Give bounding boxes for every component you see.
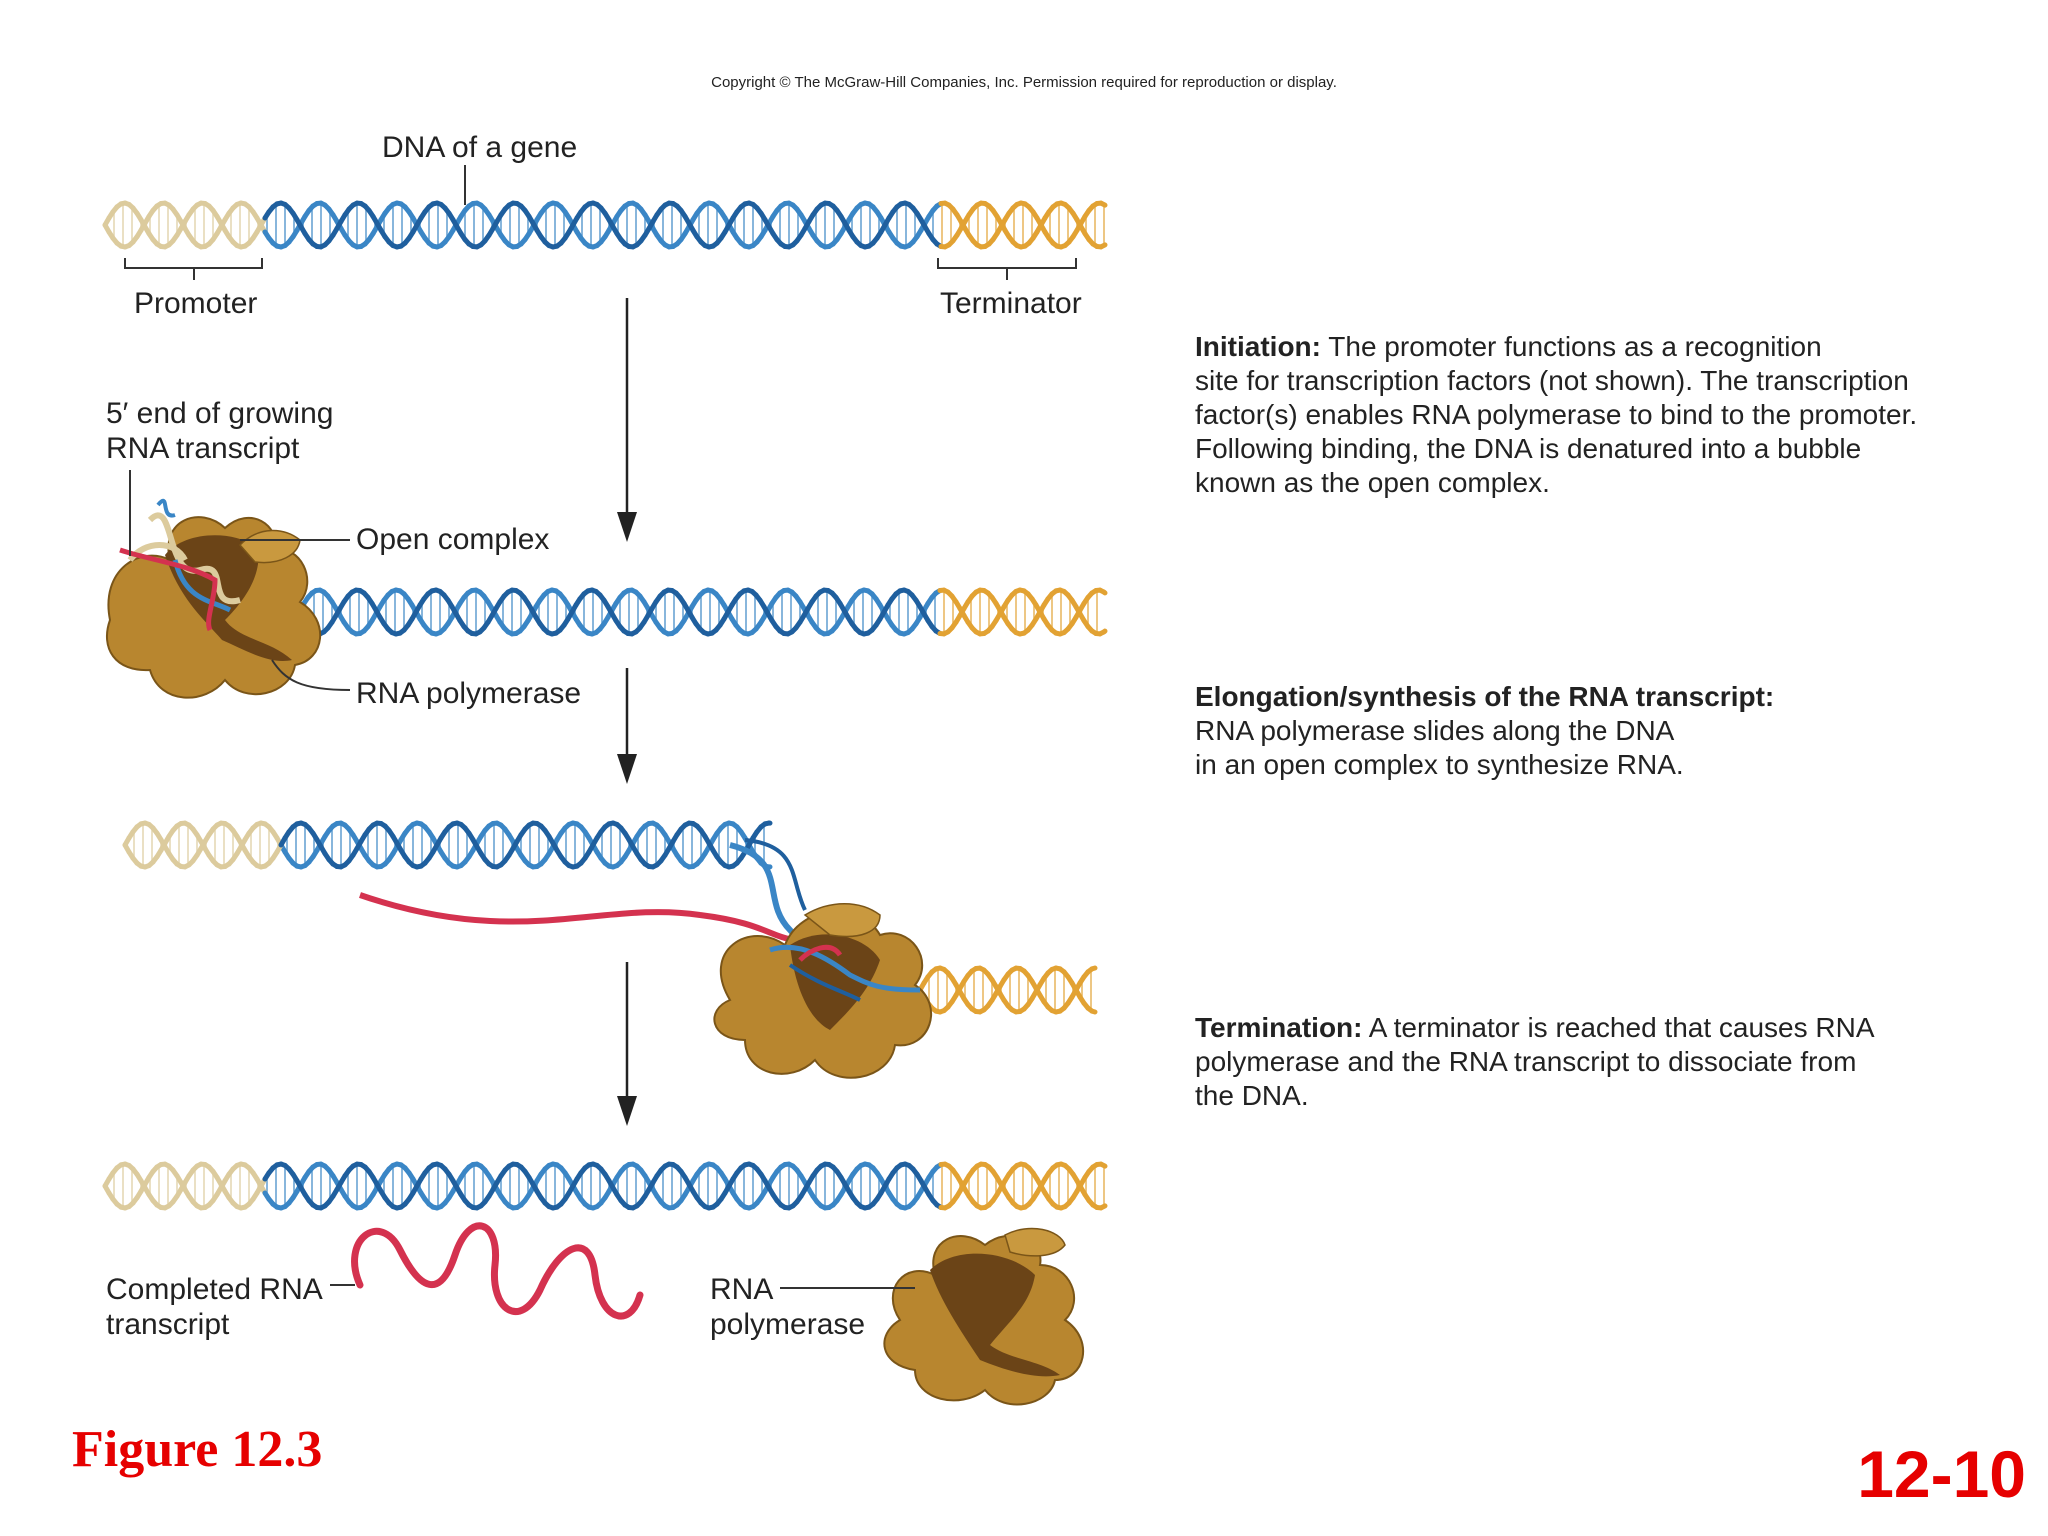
initiation-description: Initiation: The promoter functions as a …	[1195, 330, 2015, 500]
termination-line: polymerase and the RNA transcript to dis…	[1195, 1046, 1857, 1077]
terminator-bracket	[937, 258, 1077, 280]
initiation-line: Following binding, the DNA is denatured …	[1195, 433, 1862, 464]
terminator-label: Terminator	[940, 287, 1082, 320]
elongation-heading: Elongation/synthesis of the RNA transcri…	[1195, 681, 1775, 712]
initiation-line: known as the open complex.	[1195, 467, 1550, 498]
initiation-heading: Initiation:	[1195, 331, 1321, 362]
elongation-line: RNA polymerase slides along the DNA	[1195, 715, 1675, 746]
step-arrows	[617, 298, 637, 1126]
dna-gene-label: DNA of a gene	[382, 131, 578, 164]
termination-description: Termination: A terminator is reached tha…	[1195, 1011, 2015, 1113]
open-complex-label: Open complex	[356, 523, 550, 556]
dna-helices	[102, 200, 1108, 1211]
initiation-line: The promoter functions as a recognition	[1328, 331, 1822, 362]
dna-helix-initiation	[257, 587, 1108, 637]
free-rna-polymerase	[780, 1227, 1084, 1406]
promoter-label: Promoter	[134, 287, 258, 320]
slide-number: 12-10	[1857, 1437, 2026, 1511]
free-polymerase-label-line1: RNA	[710, 1273, 774, 1306]
copyright-notice: Copyright © The McGraw-Hill Companies, I…	[711, 74, 1337, 91]
initiation-line: factor(s) enables RNA polymerase to bind…	[1195, 399, 1918, 430]
elongation-bubble	[359, 838, 933, 1079]
rna-polymerase-label: RNA polymerase	[356, 677, 582, 710]
termination-line: A terminator is reached that causes RNA	[1368, 1012, 1875, 1043]
completed-rna-label-line2: transcript	[106, 1308, 230, 1341]
polymerase-initiation	[105, 470, 351, 699]
elongation-line: in an open complex to synthesize RNA.	[1195, 749, 1684, 780]
dna-helix-gene	[102, 200, 1108, 250]
free-polymerase-label-line2: polymerase	[710, 1308, 866, 1341]
completed-rna-label-line1: Completed RNA	[106, 1273, 323, 1306]
dna-helix-elongation-left	[122, 820, 773, 870]
promoter-bracket	[124, 258, 263, 280]
completed-rna-coil	[330, 1222, 644, 1320]
dna-helix-elongation-right	[917, 965, 1098, 1015]
five-prime-label-line2: RNA transcript	[106, 432, 300, 465]
dna-helix-termination	[102, 1161, 1108, 1211]
five-prime-label-line1: 5′ end of growing	[106, 397, 334, 430]
figure-title: Figure 12.3	[72, 1421, 323, 1478]
initiation-line: site for transcription factors (not show…	[1195, 365, 1909, 396]
elongation-description: Elongation/synthesis of the RNA transcri…	[1195, 680, 2015, 782]
termination-heading: Termination:	[1195, 1012, 1363, 1043]
termination-line: the DNA.	[1195, 1080, 1309, 1111]
